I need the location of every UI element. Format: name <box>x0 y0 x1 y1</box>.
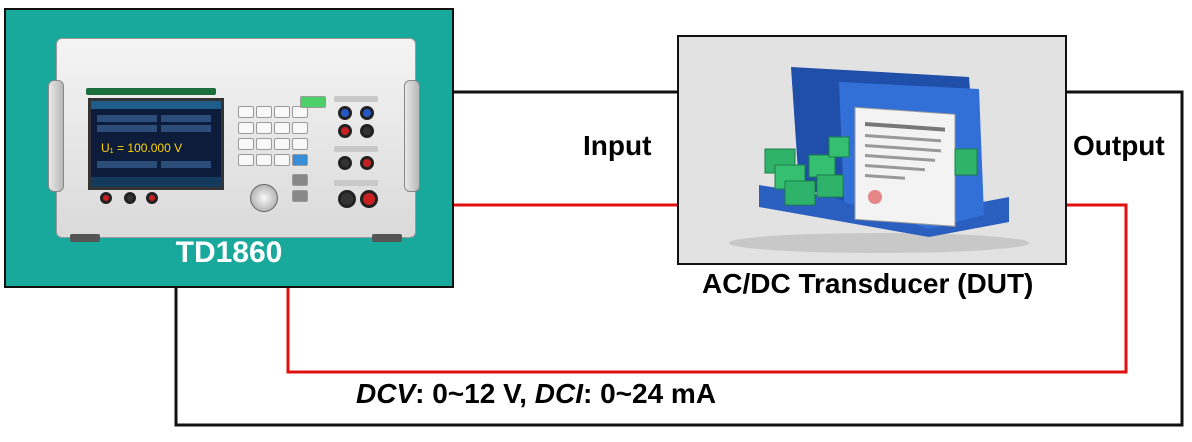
dci-symbol: DCI <box>534 378 583 409</box>
red-wire-loop <box>286 203 1128 374</box>
input-label: Input <box>583 130 652 161</box>
dut-caption: AC/DC Transducer (DUT) <box>702 268 1034 299</box>
td1860-panel: U₁ = 100.000 V TD1860 <box>4 8 454 288</box>
black-wire-loop <box>174 90 1184 427</box>
instrument-title: TD1860 <box>175 236 283 269</box>
front-terminal-black <box>124 192 136 204</box>
right-handle <box>404 80 420 192</box>
keypad <box>238 96 328 212</box>
rotary-knob <box>250 184 278 212</box>
brand-bar <box>86 88 216 95</box>
front-terminal-red <box>100 192 112 204</box>
signal-range-label: DCV: 0~12 V, DCI: 0~24 mA <box>356 378 716 410</box>
transducer-module-image <box>729 67 1029 253</box>
dci-range: : 0~24 mA <box>582 378 717 409</box>
foot-right <box>372 234 402 242</box>
front-terminal-red-2 <box>146 192 158 204</box>
screen-reading: U₁ = 100.000 V <box>101 141 183 155</box>
output-terminals <box>334 96 382 214</box>
instrument-screen: U₁ = 100.000 V <box>88 98 224 190</box>
dcv-range: : 0~12 V, <box>415 378 535 409</box>
dut-box <box>677 35 1067 265</box>
foot-left <box>70 234 100 242</box>
output-label: Output <box>1073 130 1165 161</box>
left-handle <box>48 80 64 192</box>
dcv-symbol: DCV <box>356 378 416 409</box>
